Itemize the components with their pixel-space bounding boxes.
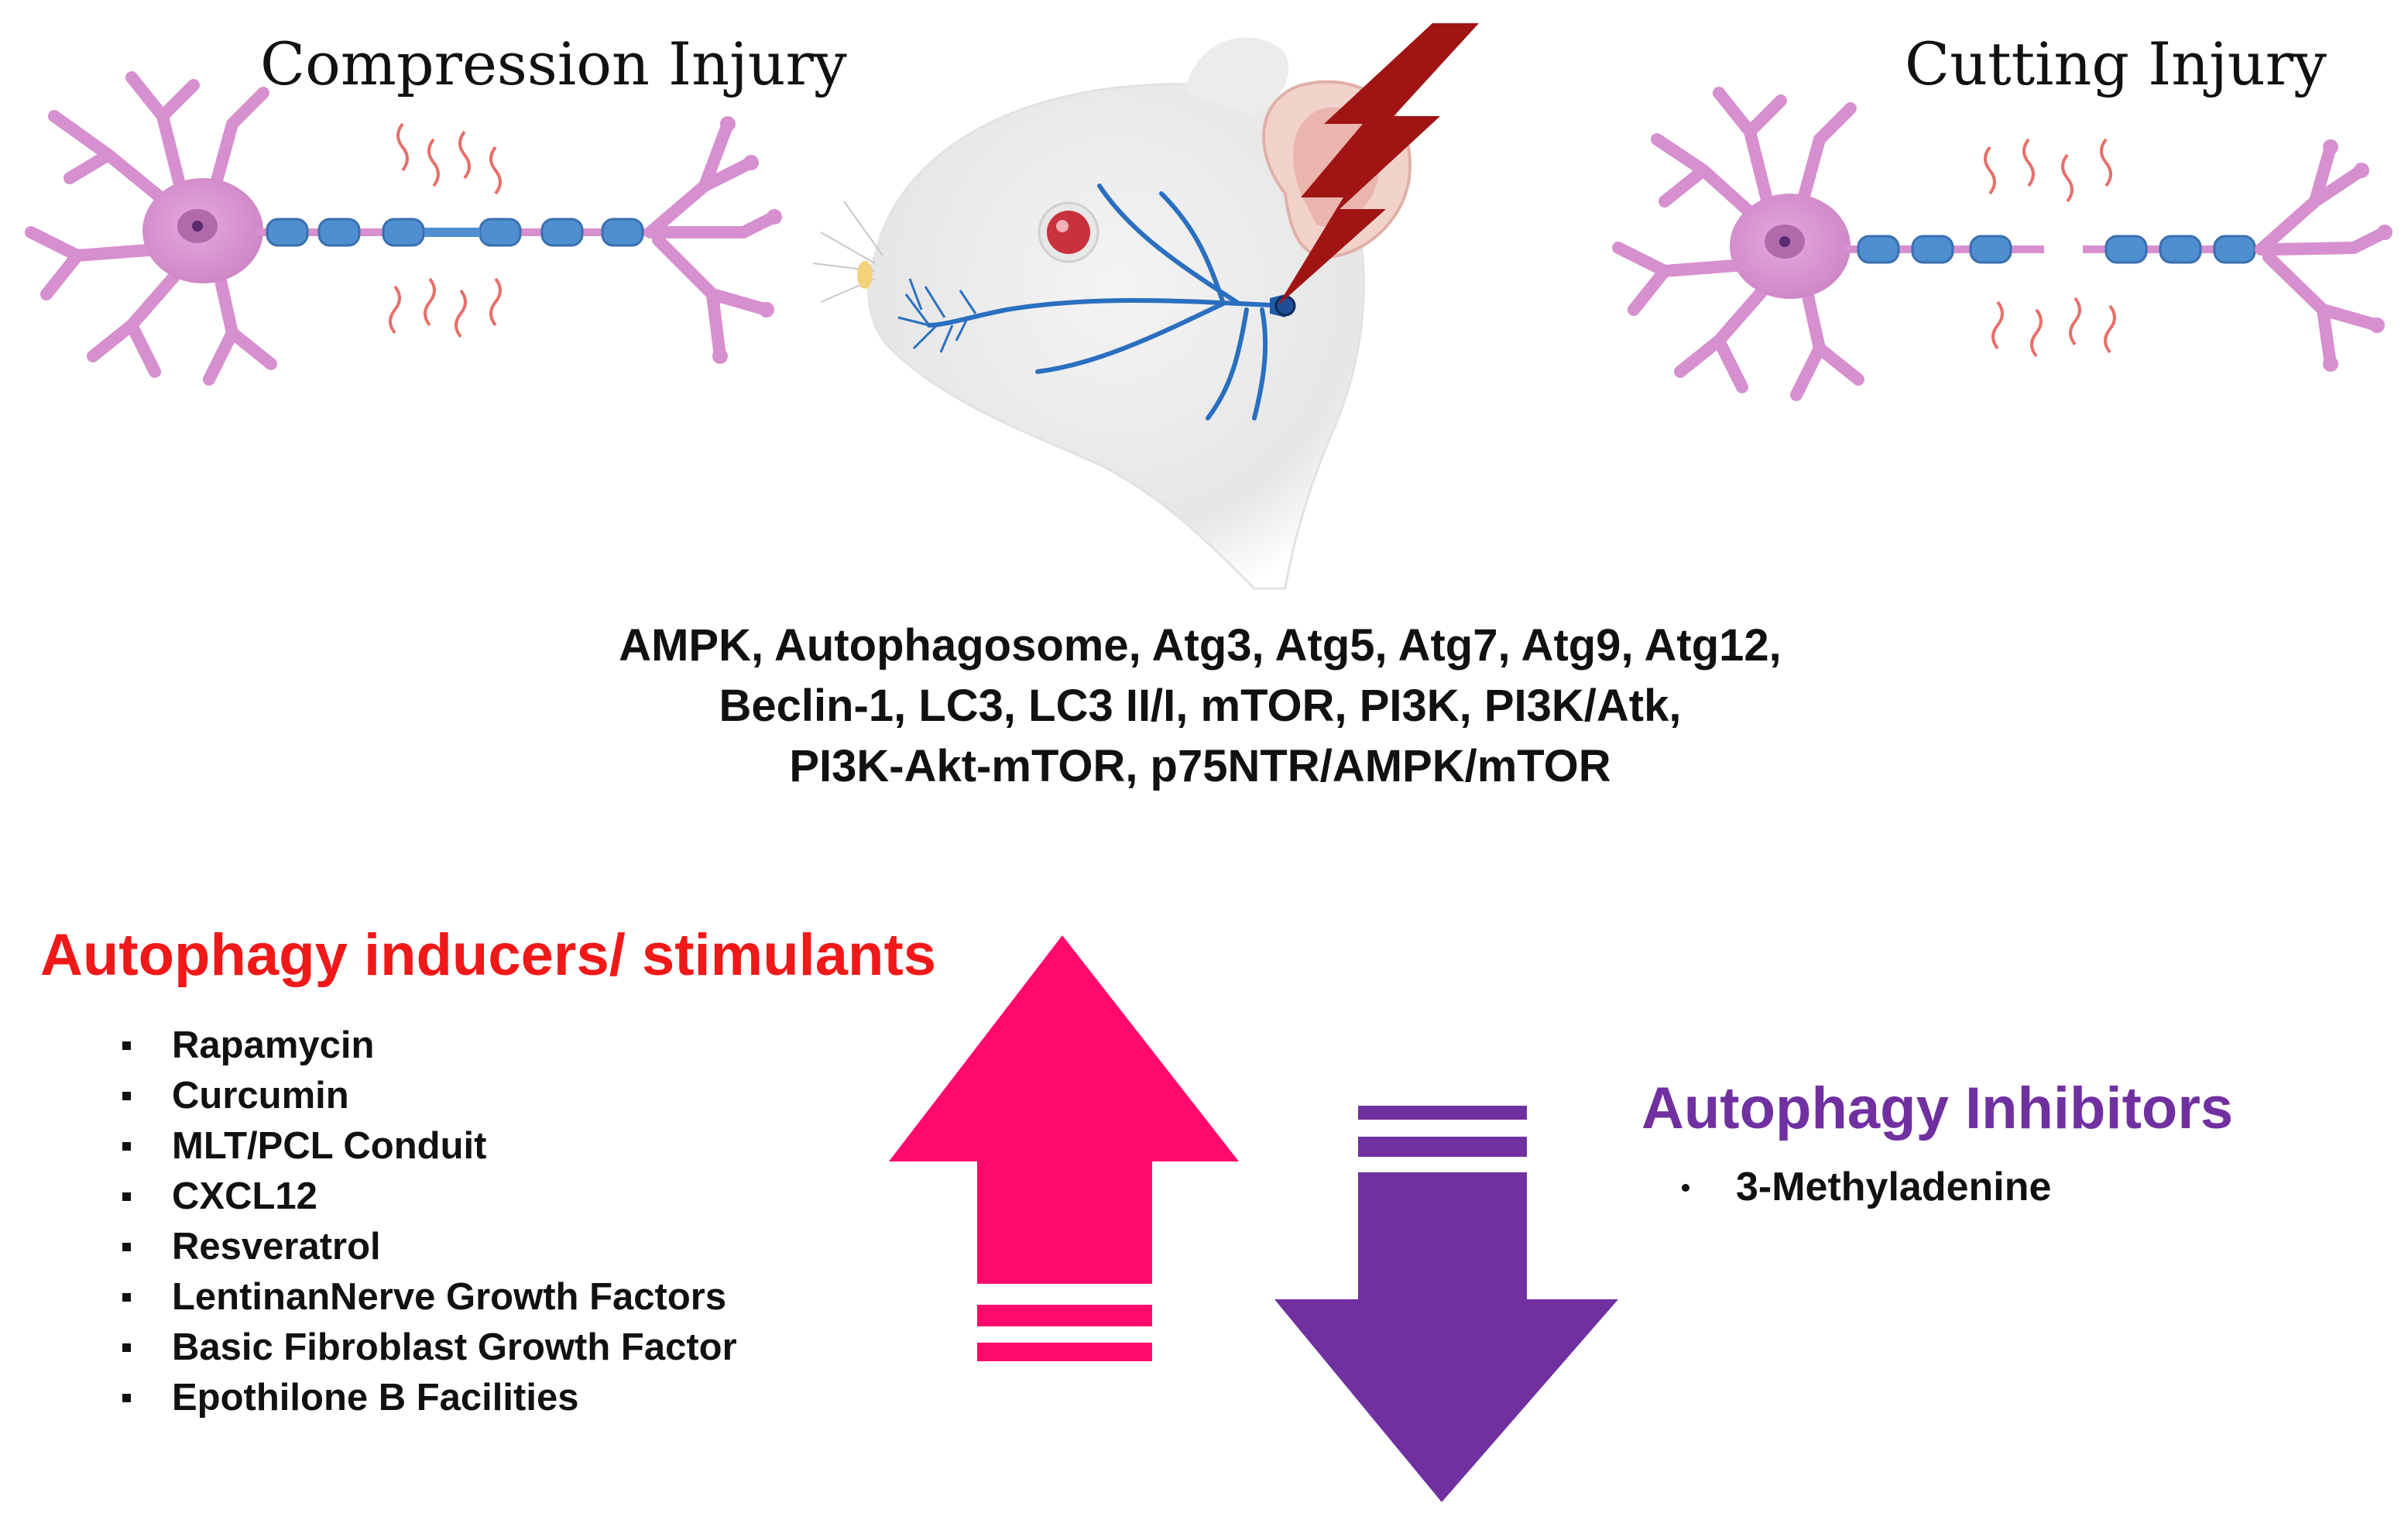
down-arrow-icon [1274,1106,1618,1502]
list-item: Epothilone B Facilities [116,1373,737,1423]
inducer-label: CXCL12 [172,1175,317,1217]
list-item: LentinanNerve Growth Factors [116,1272,737,1323]
inducer-label: Basic Fibroblast Growth Factor [172,1326,737,1368]
inducers-title: Autophagy inducers/ stimulants [40,922,937,988]
list-item: Resveratrol [116,1222,737,1272]
inducer-label: LentinanNerve Growth Factors [172,1276,727,1318]
inducer-label: Epothilone B Facilities [172,1377,579,1419]
list-item: MLT/PCL Conduit [116,1121,737,1172]
compression-neuron-icon [25,71,782,386]
molecule-line-1: AMPK, Autophagosome, Atg3, Atg5, Atg7, A… [619,620,1782,671]
list-item: Rapamycin [116,1021,737,1071]
inhibitor-label: 3-Methyladenine [1736,1165,2052,1209]
bullet-icon [122,1041,131,1050]
bullet-icon [122,1343,131,1352]
rat-head-icon [812,37,1412,590]
inhibitors-title: Autophagy Inhibitors [1641,1076,2234,1141]
list-item: CXCL12 [116,1172,737,1222]
molecule-line-2: Beclin-1, LC3, LC3 II/I, mTOR, PI3K, PI3… [719,681,1682,731]
list-item: 3-Methyladenine [1672,1161,2051,1213]
inducer-label: Curcumin [172,1075,349,1117]
lightning-bolt-icon [1278,23,1479,306]
molecule-list: AMPK, Autophagosome, Atg3, Atg5, Atg7, A… [465,616,1936,797]
compression-injury-title: Compression Injury [260,29,847,98]
bullet-icon [122,1243,131,1251]
bullet-icon [1682,1184,1689,1192]
bullet-icon [122,1394,131,1402]
up-arrow-icon [889,935,1239,1361]
inducers-list: Rapamycin Curcumin MLT/PCL Conduit CXCL1… [116,1021,737,1423]
inducer-label: MLT/PCL Conduit [172,1125,487,1167]
molecule-line-3: PI3K-Akt-mTOR, p75NTR/AMPK/mTOR [789,741,1611,791]
bullet-icon [122,1293,131,1302]
inhibitors-list: 3-Methyladenine [1672,1161,2051,1213]
list-item: Basic Fibroblast Growth Factor [116,1323,737,1373]
cutting-neuron-icon [1612,87,2393,401]
bullet-icon [122,1092,131,1100]
bullet-icon [122,1142,131,1151]
cutting-injury-title: Cutting Injury [1905,29,2327,98]
inducer-label: Resveratrol [172,1226,381,1268]
bullet-icon [122,1192,131,1201]
list-item: Curcumin [116,1071,737,1121]
inducer-label: Rapamycin [172,1024,375,1066]
